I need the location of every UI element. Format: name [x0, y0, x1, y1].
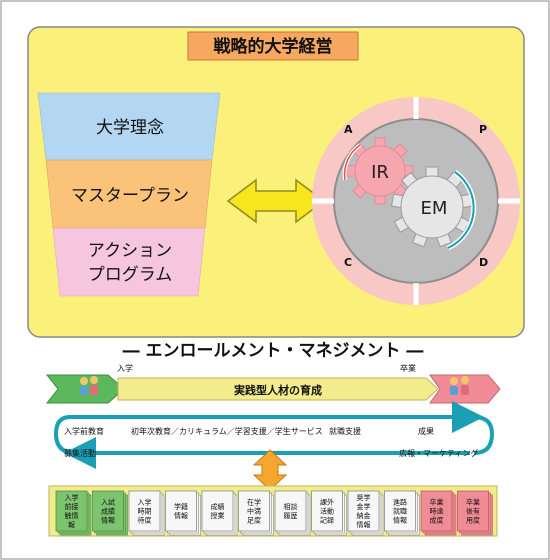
data-source-card: 入学時期待度	[128, 490, 165, 536]
phase-outcome: 成果	[418, 426, 434, 436]
data-source-label: 入試成績情報	[101, 498, 115, 525]
flow-section: 入学 実践型人材の育成 卒業 入学前教育 初年次教育／カリキュラム／学習支援／学…	[45, 363, 501, 491]
data-source-card: 在学中満足度	[238, 490, 274, 536]
funnel: 大学理念 マスタープラン アクション プログラム	[37, 92, 221, 297]
funnel-label-master-plan: マスタープラン	[71, 186, 189, 206]
student-figures-left-icon	[80, 376, 98, 395]
funnel-label-action: アクション	[88, 241, 172, 261]
left-loop-curve	[53, 415, 77, 455]
pdca-letter-p: P	[479, 123, 487, 136]
em-gear-icon: EM	[390, 166, 474, 248]
data-source-label: 相談履歴	[284, 502, 298, 520]
data-sources: 入学前接触情報 入試成績情報 入学時期待度 学籍情報 成績授業 在学中満足度 相談履歴 課外活…	[55, 490, 493, 536]
data-source-label: 在学中満足度	[247, 498, 261, 525]
funnel-label-philosophy: 大学理念	[96, 117, 164, 138]
right-loop-curve	[473, 415, 495, 455]
pdca-letter-d: D	[479, 256, 488, 269]
em-gear-label: EM	[421, 198, 448, 219]
data-source-label: 課外活動記録	[320, 498, 334, 525]
phase-pre-admission: 入学前教育	[64, 426, 104, 436]
recruitment-label: 募集活動	[64, 448, 96, 458]
data-source-card: 入試成績情報	[92, 490, 128, 536]
pdca-letter-a: A	[344, 123, 353, 136]
phase-first-year: 初年次教育／カリキュラム／学習支援／学生サービス	[131, 426, 323, 436]
data-source-card: 課外活動記録	[311, 490, 347, 536]
panel-title-box	[187, 31, 359, 61]
funnel-label-program: プログラム	[88, 265, 173, 285]
funnel-tier-action-program	[52, 227, 206, 297]
data-source-card: 相談履歴	[274, 490, 311, 536]
data-source-card: 卒業時達成度	[420, 490, 457, 536]
pdca-letter-c: C	[344, 256, 352, 269]
data-source-card: 成績授業	[201, 490, 238, 536]
data-source-label: 卒業後有用度	[466, 498, 480, 525]
ir-gear-label: IR	[371, 162, 389, 183]
data-source-card: 入学前接触情報	[55, 490, 92, 536]
panel-title: 戦略的大学経営	[214, 36, 333, 57]
data-source-label: 成績授業	[211, 502, 225, 520]
marketing-label: 広報・マーケティング	[399, 448, 478, 458]
development-banner	[117, 377, 439, 401]
admission-label: 入学	[117, 363, 133, 373]
data-source-label: 入学時期待度	[138, 498, 152, 525]
ir-gear-icon: IR	[346, 137, 414, 205]
data-source-label: 奨学金学納金情報	[357, 493, 371, 529]
phase-career-support: 就職支援	[329, 426, 361, 436]
data-source-label: 学籍情報	[174, 502, 188, 520]
graduation-label: 卒業	[400, 363, 416, 373]
data-source-label: 卒業時達成度	[430, 498, 444, 525]
data-source-card: 奨学金学納金情報	[347, 490, 384, 536]
student-figures-right-icon	[450, 376, 469, 395]
pdca-cycle: A P C D IR	[312, 97, 520, 305]
data-source-card: 学籍情報	[165, 490, 201, 536]
data-source-card: 卒業後有用度	[457, 490, 493, 536]
em-heading: ― エンロールメント・マネジメント ―	[123, 341, 424, 361]
development-banner-label: 実践型人材の育成	[234, 383, 322, 397]
data-source-card: 進路就職情報	[384, 490, 420, 536]
data-source-label: 進路就職情報	[393, 498, 407, 525]
data-source-label: 入学前接触情報	[65, 493, 79, 529]
